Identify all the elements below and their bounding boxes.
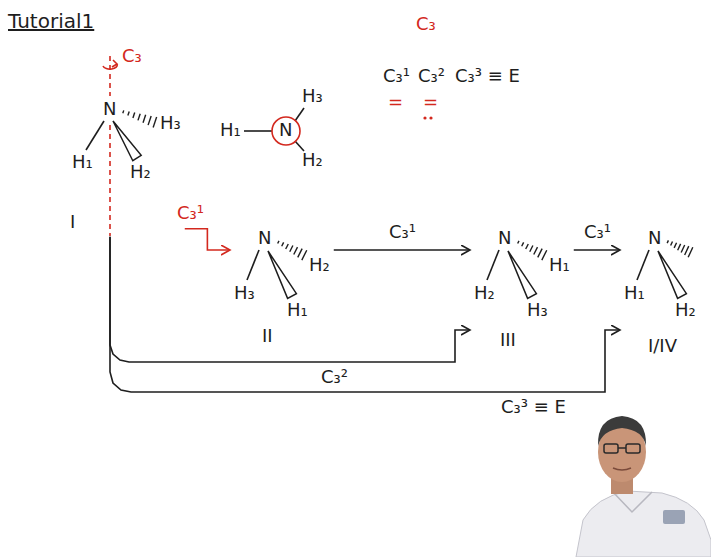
atom-label: H₁: [549, 255, 570, 276]
atom-label: H₂: [675, 300, 696, 321]
atom-label: H₃: [302, 86, 323, 107]
hashed-bond: [282, 242, 284, 246]
molecule: N H₂ H₁ H₃ III: [470, 224, 574, 355]
wedge-bond: [268, 251, 296, 298]
bond-line: [86, 121, 104, 150]
hashed-bond: [530, 246, 533, 252]
hashed-bond: [518, 241, 519, 244]
hashed-bond: [522, 242, 524, 246]
operation-label: C₃¹: [176, 203, 205, 224]
dots: [423, 116, 432, 119]
equals-mark: =: [423, 92, 438, 113]
molecule-numeral: III: [500, 330, 516, 351]
hashed-bond: [534, 247, 538, 254]
atom-label: H₁: [624, 283, 645, 304]
operation-label: C₃³ ≡ E: [500, 397, 567, 418]
hashed-bond: [674, 243, 676, 248]
molecule-numeral: I: [70, 212, 75, 233]
hashed-bond: [143, 115, 146, 123]
atom-label: N: [258, 228, 271, 249]
molecule: H₁ N H₃ H₂: [216, 82, 327, 175]
hashed-bond: [294, 247, 298, 254]
wedge-bond: [113, 121, 141, 161]
atom-label: H₁: [72, 152, 93, 173]
operation-label: C₃¹: [388, 222, 417, 243]
hashed-bond: [148, 116, 151, 125]
atom-label: H₁: [287, 300, 308, 321]
atom-label: H₁: [220, 120, 241, 141]
operation-arrow: [110, 237, 620, 392]
hashed-bond: [298, 249, 302, 258]
hashed-bond: [667, 240, 668, 243]
axis-label: C₃: [122, 46, 142, 67]
equals-mark: =: [388, 92, 403, 113]
hashed-bond: [538, 249, 542, 258]
atom-label: H₃: [234, 283, 255, 304]
molecule-numeral: I/IV: [648, 336, 677, 357]
operation-power: C₃¹: [383, 66, 410, 87]
operation-arrow: [185, 229, 230, 250]
bond-line: [247, 250, 259, 280]
hashed-bond: [671, 242, 673, 246]
atom-label: H₂: [309, 255, 330, 276]
title: Tutorial1: [8, 10, 94, 33]
atom-label: H₃: [160, 113, 181, 134]
hashed-bond: [122, 110, 124, 113]
highlight-circle: [272, 117, 300, 145]
molecule: N H₃ H₂ H₁ II: [230, 224, 334, 351]
operation-power: C₃²: [418, 66, 445, 87]
hashed-bond: [133, 113, 135, 118]
atom-label: N: [103, 99, 116, 120]
hashed-bond: [153, 117, 156, 127]
atom-label: H₂: [302, 150, 323, 171]
atom-label: H₃: [527, 300, 548, 321]
wedge-bond: [658, 251, 686, 298]
hashed-bond: [302, 250, 307, 260]
presenter: [576, 416, 711, 557]
hashed-bond: [526, 244, 529, 249]
molecule: N H₁ H₂ I/IV: [620, 224, 700, 361]
hashed-bond: [286, 244, 289, 249]
operation-arrow: [110, 237, 470, 362]
rotation-axis: [103, 56, 117, 236]
operation-label: C₃²: [320, 367, 349, 388]
operation-arrow: [574, 249, 620, 251]
hashed-bond: [681, 245, 685, 253]
wedge-bond: [508, 251, 536, 298]
hashed-bond: [128, 111, 129, 115]
operation-power: C₃³ ≡ E: [455, 66, 520, 87]
bond-line: [487, 250, 499, 280]
hashed-bond: [278, 241, 279, 244]
hashed-bond: [290, 246, 293, 252]
operation-label: C₃¹: [583, 222, 612, 243]
atom-label: H₂: [474, 283, 495, 304]
bond-line: [244, 130, 272, 132]
atom-label: N: [648, 228, 661, 249]
molecule-numeral: II: [262, 326, 273, 347]
atom-label: H₂: [130, 162, 151, 183]
bond-line: [295, 108, 304, 121]
hashed-bond: [542, 250, 547, 260]
hashed-bond: [685, 246, 689, 255]
operation-name: C₃: [416, 14, 436, 35]
hashed-bond: [678, 244, 681, 250]
molecule: N H₁ H₃ H₂ I: [66, 95, 185, 237]
bond-line: [637, 250, 649, 280]
hashed-bond: [138, 114, 140, 121]
hashed-bond: [688, 247, 693, 257]
atom-label: N: [279, 120, 292, 141]
atom-label: N: [498, 228, 511, 249]
operation-arrow: [334, 249, 470, 251]
